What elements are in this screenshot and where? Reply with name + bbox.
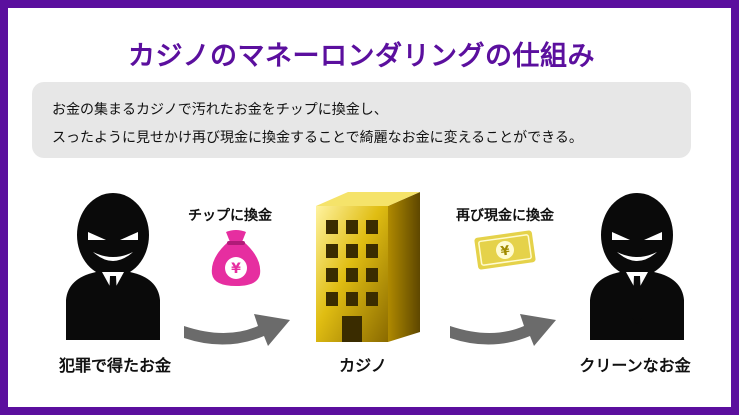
cash-bill-icon: ¥ [474, 230, 536, 270]
flow-arrow-1 [184, 314, 290, 346]
casino-label: カジノ [339, 356, 387, 375]
description-box: お金の集まるカジノで汚れたお金をチップに換金し、 スったように見せかけ再び現金に… [32, 82, 691, 158]
description-line-2: スったように見せかけ再び現金に換金することで綺麗なお金に変えることができる。 [52, 130, 583, 146]
to-cash-label: 再び現金に換金 [456, 208, 554, 224]
flow-arrow-2 [450, 314, 556, 346]
clean-person-icon [590, 193, 684, 340]
bill-yen-symbol: ¥ [500, 243, 511, 259]
page-title: カジノのマネーロンダリングの仕組み [128, 41, 595, 72]
money-bag-icon: ¥ [211, 230, 261, 286]
casino-building-icon [316, 192, 420, 342]
to-chips-label: チップに換金 [188, 208, 272, 224]
criminal-money-label: 犯罪で得たお金 [58, 356, 171, 375]
clean-money-label: クリーンなお金 [579, 356, 691, 375]
criminal-person-icon [66, 193, 160, 340]
bag-yen-symbol: ¥ [231, 261, 241, 277]
description-line-1: お金の集まるカジノで汚れたお金をチップに換金し、 [52, 102, 388, 118]
